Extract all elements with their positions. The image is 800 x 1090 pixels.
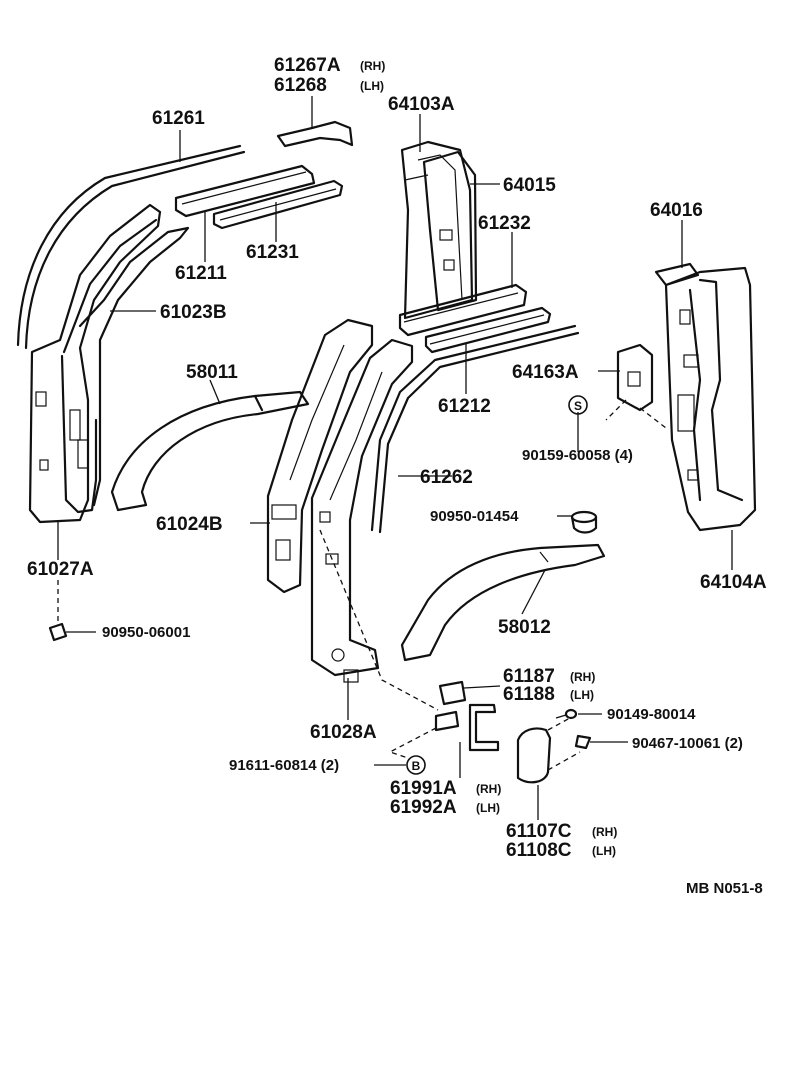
part-61024B-drawing [266,318,374,594]
callout-61108C-side: (LH) [592,844,616,858]
callout-58011: 58011 [186,362,238,383]
callout-90159-60058: 90159-60058 (4) [522,447,633,464]
part-61267A-drawing [276,120,354,148]
part-61028A-drawing [310,338,414,683]
callout-61188: 61188 (LH) [503,684,594,705]
callout-64103A: 64103A [388,94,455,115]
callout-64016: 64016 [650,200,703,221]
badge-s-label: S [574,399,582,413]
callout-61991A: 61991A (RH) [390,778,501,799]
callout-61028A: 61028A [310,722,377,743]
callout-61267A: 61267A (RH) [274,55,385,76]
callout-61992A: 61992A (LH) [390,797,500,818]
callout-61187: 61187 (RH) [503,666,595,687]
part-58012-drawing [400,543,606,662]
callout-61267A-side: (RH) [360,59,385,73]
diagram-code: MB N051-8 [686,880,763,897]
part-61187-drawing [434,680,467,732]
part-90467-10061-drawing [574,734,592,750]
callout-61108C: 61108C (LH) [506,840,616,861]
part-61231-drawing [212,179,344,230]
callout-61108C-number: 61108C [506,840,572,861]
part-61211-drawing [174,164,316,218]
callout-91611-60814: 91611-60814 (2) [229,757,339,774]
callout-61262: 61262 [420,467,473,488]
badge-b-label: B [412,759,421,773]
callout-61267A-number: 61267A [274,55,341,76]
part-64103A-drawing [400,140,474,320]
callout-61187-side: (RH) [570,670,595,684]
part-64016-drawing [654,262,700,287]
callout-61231: 61231 [246,242,299,263]
callout-61232: 61232 [478,213,531,234]
callout-61188-side: (LH) [570,688,594,702]
callout-61991A-number: 61991A [390,778,457,799]
callout-61211: 61211 [175,263,227,284]
callout-90950-01454: 90950-01454 [430,508,519,525]
callout-90950-06001: 90950-06001 [102,624,190,641]
badge-b: B [406,755,426,775]
callout-64163A: 64163A [512,362,579,383]
callout-61024B: 61024B [156,514,223,535]
part-58011-drawing [110,390,310,512]
callout-64104A: 64104A [700,572,767,593]
callout-90467-10061: 90467-10061 (2) [632,735,743,752]
callout-61992A-number: 61992A [390,797,457,818]
part-61261-drawing [16,144,246,350]
callout-61027A: 61027A [27,559,94,580]
callout-61107C-side: (RH) [592,825,617,839]
callout-61268-number: 61268 [274,75,327,96]
part-61262-drawing [370,324,580,534]
callout-61212: 61212 [438,396,491,417]
badge-s: S [568,395,588,415]
callout-61991A-side: (RH) [476,782,501,796]
part-90149-80014-drawing [555,708,578,720]
part-90950-06001-drawing [48,622,68,642]
part-61023B-drawing [28,203,190,524]
part-61212-drawing [424,306,552,354]
part-61107C-drawing [516,727,552,784]
callout-90149-80014: 90149-80014 [607,706,696,723]
part-61232-drawing [398,283,528,337]
part-61991A-drawing [468,703,500,752]
callout-64015: 64015 [503,175,556,196]
callout-58012: 58012 [498,617,551,638]
part-64163A-drawing [616,343,654,412]
part-64015-drawing [422,150,478,312]
part-90950-01454-drawing [570,510,598,534]
callout-61188-number: 61188 [503,684,555,705]
callout-61268: 61268 (LH) [274,75,384,96]
callout-61992A-side: (LH) [476,801,500,815]
callout-61268-side: (LH) [360,79,384,93]
callout-61023B: 61023B [160,302,227,323]
callout-61107C-number: 61107C [506,821,572,842]
callout-61261: 61261 [152,108,205,129]
part-64104A-drawing [664,266,757,532]
callout-61107C: 61107C (RH) [506,821,617,842]
callout-61187-number: 61187 [503,666,555,687]
